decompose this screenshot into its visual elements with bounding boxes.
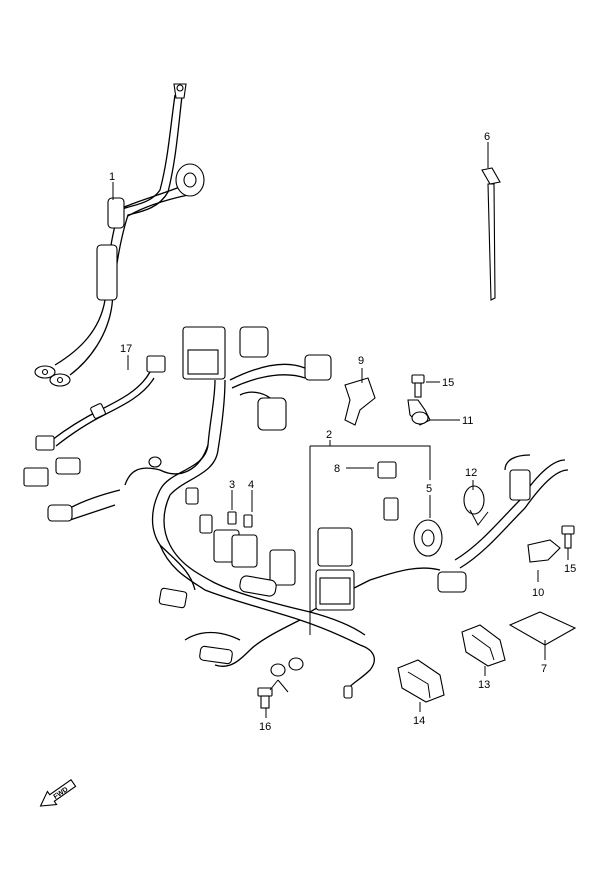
callout-6: 6 xyxy=(484,131,490,143)
callout-12: 12 xyxy=(465,467,477,479)
callout-14: 14 xyxy=(413,715,425,727)
callout-10: 10 xyxy=(532,587,544,599)
relay-part xyxy=(377,461,397,479)
bracket-part xyxy=(344,377,376,426)
sheet-7-part xyxy=(508,611,577,646)
bolt-16-part xyxy=(257,687,273,709)
callout-3: 3 xyxy=(229,479,235,491)
callout-16: 16 xyxy=(259,721,271,733)
callout-15a: 15 xyxy=(442,377,454,389)
callout-11: 11 xyxy=(462,415,473,427)
callout-8: 8 xyxy=(334,463,340,475)
clip-14-part xyxy=(397,659,445,703)
clamp-part xyxy=(407,399,431,426)
battery-cable-part xyxy=(34,83,205,387)
callout-13: 13 xyxy=(478,679,490,691)
callout-7: 7 xyxy=(541,663,547,675)
main-harness-part xyxy=(23,326,569,699)
cable-tie-part xyxy=(481,167,501,301)
callout-4: 4 xyxy=(248,479,254,491)
bracket-10-part xyxy=(527,539,561,563)
callout-labels: 1 2 3 4 5 6 7 8 9 10 11 12 13 14 15 15 1… xyxy=(109,131,576,733)
callout-1: 1 xyxy=(109,171,115,183)
fwd-label: FWD xyxy=(52,786,69,801)
clip-13-part xyxy=(461,624,506,667)
callout-5: 5 xyxy=(426,483,432,495)
fwd-arrow: FWD xyxy=(39,779,77,807)
fuse-parts xyxy=(227,511,253,528)
band-12-part xyxy=(463,485,489,526)
leader-lines xyxy=(112,142,569,718)
callout-2: 2 xyxy=(326,429,332,441)
callout-15b: 15 xyxy=(564,563,576,575)
sub-harness-part xyxy=(35,355,166,451)
bolt-parts xyxy=(411,374,575,549)
callout-17: 17 xyxy=(120,343,132,355)
callout-9: 9 xyxy=(358,355,364,367)
